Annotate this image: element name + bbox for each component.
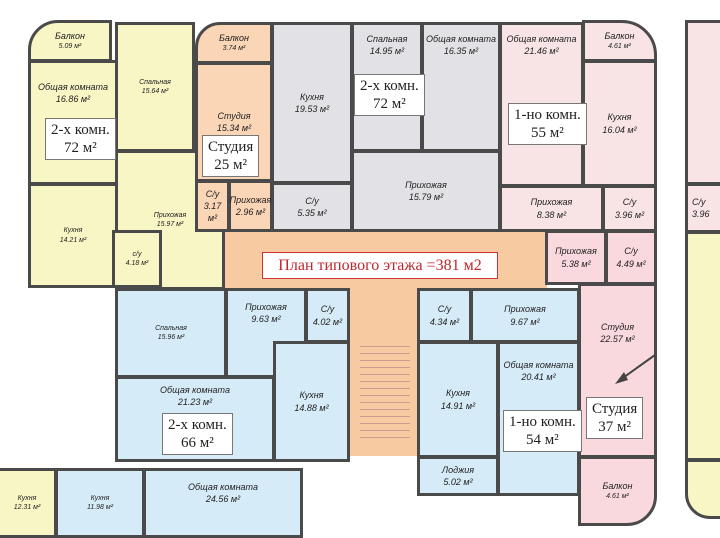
room-partial <box>685 231 720 461</box>
apartment-label: 1-но комн.55 м² <box>508 103 587 145</box>
apartment-label: 2-х комн.72 м² <box>354 74 425 116</box>
apartment-label: 1-но комн.54 м² <box>503 410 582 452</box>
arrow-icon <box>615 354 656 384</box>
room-balcony <box>685 459 720 519</box>
staircase <box>360 340 410 440</box>
apartment-label: 2-х комн.72 м² <box>45 118 116 160</box>
apartment-label: 2-х комн.66 м² <box>162 413 233 455</box>
room-partial <box>685 20 720 185</box>
page-title: План типового этажа =381 м2 <box>262 252 498 279</box>
